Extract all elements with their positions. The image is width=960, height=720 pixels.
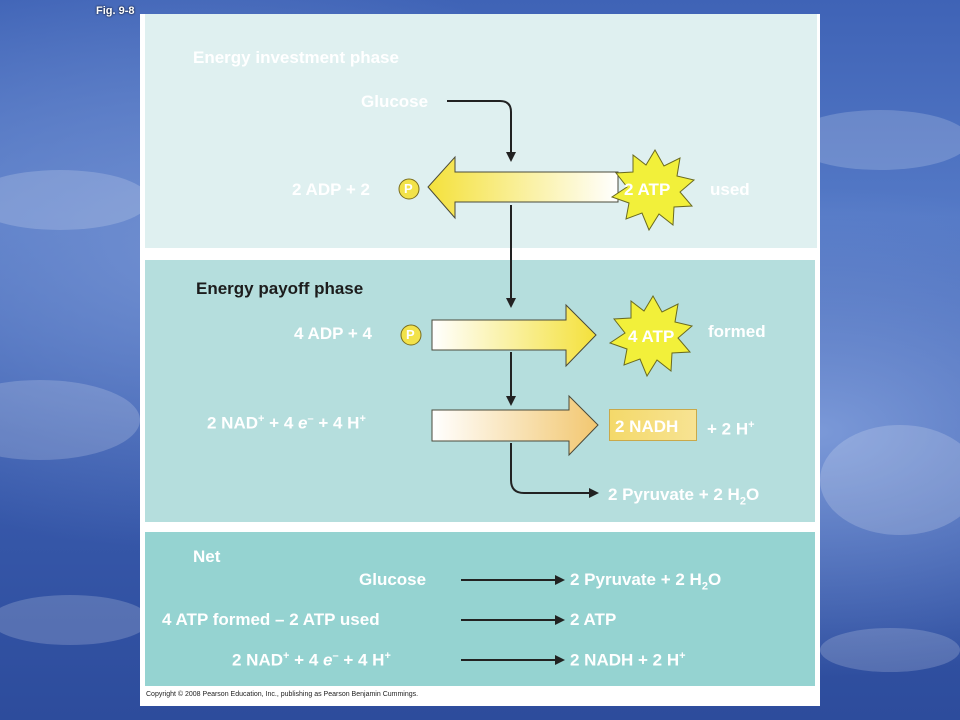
investment-phase-title: Energy investment phase <box>193 48 399 67</box>
figure-label: Fig. 9-8 <box>96 5 135 17</box>
plus-h-label: + 2 H+ <box>707 419 755 439</box>
glucose-label: Glucose <box>361 92 429 111</box>
adp-label-payoff: 4 ADP + 4 <box>294 324 372 343</box>
net-title: Net <box>193 547 221 566</box>
atp-used-label: used <box>710 180 750 199</box>
glucose-connector-line <box>447 100 516 162</box>
starburst-2atp <box>610 149 696 232</box>
adp-label-investment: 2 ADP + 2 <box>292 180 370 199</box>
payoff-section <box>145 260 815 522</box>
investment-arrow <box>427 155 619 220</box>
starburst-4atp <box>608 295 694 378</box>
payoff-arrow <box>431 303 597 368</box>
phosphate-circle-2 <box>400 324 422 346</box>
nadh-box <box>609 409 697 441</box>
nad-reactants: 2 NAD+ + 4 e– + 4 H+ <box>207 413 366 433</box>
net-atp-equation: 4 ATP formed – 2 ATP used <box>162 610 380 629</box>
atp-formed-amount: 4 ATP <box>628 327 675 346</box>
net-atp-result: 2 ATP <box>570 610 617 629</box>
net-glucose-label: Glucose <box>359 570 427 589</box>
payoff-phase-title: Energy payoff phase <box>196 279 364 298</box>
pyruvate-product-label: 2 Pyruvate + 2 H2O <box>608 485 760 508</box>
net-nad-reactants: 2 NAD+ + 4 e– + 4 H+ <box>232 650 391 670</box>
copyright-text: Copyright © 2008 Pearson Education, Inc.… <box>146 691 419 698</box>
phosphate-circle-1 <box>398 178 420 200</box>
atp-formed-label: formed <box>708 322 766 341</box>
pyruvate-connector-line <box>510 443 599 498</box>
phosphate-label-2: P <box>406 327 415 342</box>
net-nadh-result: 2 NADH + 2 H+ <box>570 650 686 670</box>
atp-used-amount: 2 ATP <box>624 180 671 199</box>
phosphate-label-1: P <box>404 181 413 196</box>
nad-arrow <box>431 394 599 457</box>
nadh-label: 2 NADH <box>615 417 679 436</box>
net-pyruvate-label: 2 Pyruvate + 2 H2O <box>570 570 722 593</box>
investment-section <box>145 14 817 248</box>
